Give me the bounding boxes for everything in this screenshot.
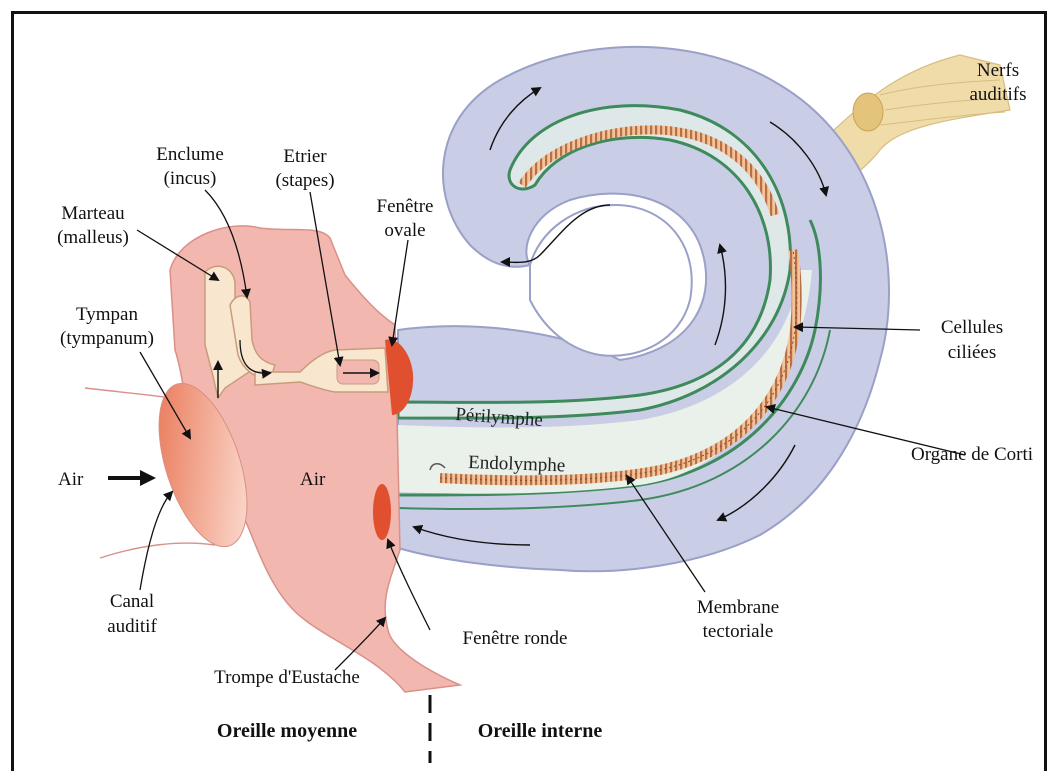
label-air-outer: Air	[58, 469, 84, 490]
label-fenetre-ronde: Fenêtre ronde	[463, 628, 568, 649]
label-tympan-2: (tympanum)	[60, 328, 154, 349]
label-marteau-1: Marteau	[61, 203, 125, 224]
label-tympan-1: Tympan	[76, 304, 138, 325]
label-fenetre-ovale-1: Fenêtre	[377, 196, 434, 217]
label-membrane-1: Membrane	[697, 597, 779, 618]
label-enclume-2: (incus)	[164, 168, 217, 189]
label-canal-2: auditif	[107, 616, 157, 637]
label-etrier-1: Etrier	[283, 146, 327, 167]
label-marteau-2: (malleus)	[57, 227, 129, 248]
label-organe-corti: Organe de Corti	[911, 444, 1033, 465]
label-cellules-1: Cellules	[941, 317, 1003, 338]
label-trompe-eustache: Trompe d'Eustache	[214, 667, 360, 688]
label-endolymphe: Endolymphe	[468, 452, 566, 476]
label-nerfs-1: Nerfs	[977, 60, 1019, 81]
label-fenetre-ovale-2: ovale	[384, 220, 425, 241]
label-membrane-2: tectoriale	[703, 621, 774, 642]
label-etrier-2: (stapes)	[275, 170, 334, 191]
label-oreille-moyenne: Oreille moyenne	[217, 720, 357, 742]
cochlea	[398, 47, 889, 571]
label-air-middle: Air	[300, 469, 326, 490]
label-cellules-2: ciliées	[948, 342, 997, 363]
label-oreille-interne: Oreille interne	[478, 720, 603, 742]
label-nerfs-2: auditifs	[970, 84, 1027, 105]
label-canal-1: Canal	[110, 591, 154, 612]
label-enclume-1: Enclume	[156, 144, 224, 165]
